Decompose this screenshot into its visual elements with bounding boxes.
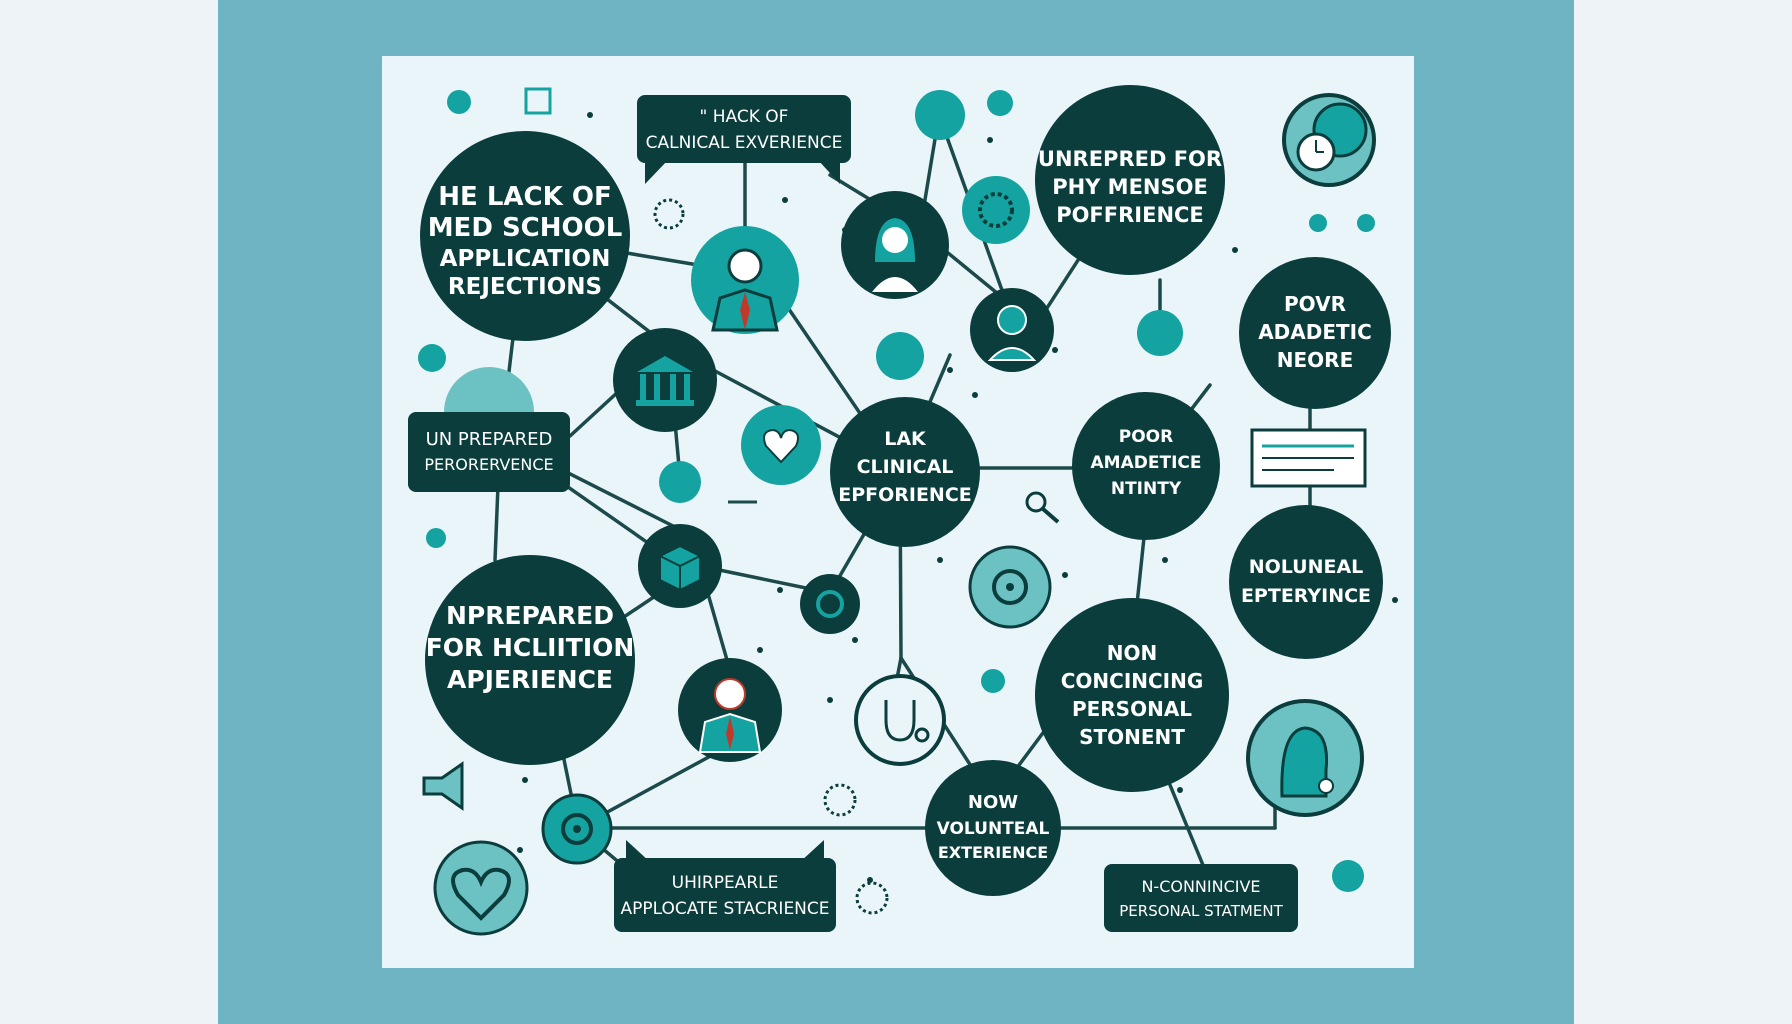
virus-icon — [962, 176, 1030, 244]
box-n-connincive[interactable]: N-CONNINCIVE PERSONAL STATMENT — [1104, 864, 1298, 932]
node-poor-top[interactable]: POVR ADADETIC NEORE — [1239, 257, 1391, 409]
node-poor-mid-line3: NTINTY — [1111, 479, 1182, 499]
node-lack-clinical-line3: EPFORIENCE — [838, 484, 972, 506]
box-hack[interactable]: " HACK OF CALNICAL EXVERIENCE — [637, 95, 851, 184]
woman-icon[interactable] — [841, 191, 949, 299]
clock-icon[interactable] — [1282, 93, 1376, 187]
node-unprepared-top[interactable]: UNREPRED FOR PHY MENSOE POFFRIENCE — [1035, 85, 1225, 275]
node-rejections-line1: HE LACK OF — [438, 182, 611, 212]
doctor-icon[interactable] — [678, 658, 782, 762]
node-poor-mid[interactable]: POOR AMADETICE NTINTY — [1072, 392, 1220, 540]
node-noluneal[interactable]: NOLUNEAL EPTERYINCE — [1229, 505, 1383, 659]
virus-icon-small — [653, 198, 685, 230]
node-lack-clinical-line1: LAK — [884, 428, 927, 450]
target-icon-bottom[interactable] — [541, 793, 613, 865]
box-uhirpearle-line2: APPLOCATE STACRIENCE — [620, 899, 829, 919]
node-unprepared-top-line3: POFFRIENCE — [1056, 203, 1204, 227]
megaphone-icon — [422, 761, 464, 811]
node-rejections-line3: APPLICATION — [440, 246, 611, 272]
node-nprepared[interactable]: NPREPARED FOR HCLIITION APJERIENCE — [425, 555, 635, 765]
node-rejections-line4: REJECTIONS — [448, 274, 602, 300]
node-non-convincing-line2: CONCINCING — [1061, 669, 1204, 693]
node-rejections[interactable]: HE LACK OF MED SCHOOL APPLICATION REJECT… — [420, 131, 630, 341]
box-un-prepared-line2: PERORERVENCE — [424, 455, 553, 474]
node-unprepared-top-line2: PHY MENSOE — [1052, 175, 1208, 199]
decor-teal-dots — [418, 90, 1375, 892]
box-hack-line2: CALNICAL EXVERIENCE — [646, 133, 843, 153]
node-noluneal-line1: NOLUNEAL — [1249, 556, 1364, 578]
node-non-convincing-line3: PERSONAL — [1072, 697, 1192, 721]
box-n-connincive-line2: PERSONAL STATMENT — [1119, 902, 1283, 920]
node-non-convincing-line1: NON — [1107, 641, 1157, 665]
node-nprepared-line3: APJERIENCE — [447, 665, 613, 694]
box-un-prepared-line1: UN PREPARED — [426, 429, 553, 450]
person-icon[interactable] — [691, 226, 799, 334]
node-lack-clinical-line2: CLINICAL — [857, 456, 954, 478]
target-icon[interactable] — [800, 574, 860, 634]
heart-icon-large[interactable] — [433, 840, 529, 936]
node-now-volunteal-line2: VOLUNTEAL — [937, 819, 1050, 839]
node-now-volunteal-line1: NOW — [968, 792, 1018, 813]
virus-icon-box — [855, 881, 889, 915]
node-non-convincing[interactable]: NON CONCINCING PERSONAL STONENT — [1035, 598, 1229, 792]
box-n-connincive-line1: N-CONNINCIVE — [1141, 877, 1260, 896]
node-poor-mid-line1: POOR — [1119, 427, 1173, 447]
node-now-volunteal-line3: EXTERIENCE — [938, 843, 1048, 862]
square-outline-icon — [524, 87, 552, 115]
box-uhirpearle[interactable]: UHIRPEARLE APPLOCATE STACRIENCE — [614, 840, 836, 932]
node-rejections-line2: MED SCHOOL — [428, 213, 623, 243]
node-poor-top-line2: ADADETIC — [1258, 320, 1372, 344]
box-icon[interactable] — [638, 524, 722, 608]
stethoscope-icon[interactable] — [854, 674, 946, 766]
node-poor-top-line1: POVR — [1284, 292, 1346, 316]
building-icon[interactable] — [613, 328, 717, 432]
node-unprepared-top-line1: UNREPRED FOR — [1038, 147, 1222, 171]
node-poor-top-line3: NEORE — [1277, 348, 1353, 372]
node-now-volunteal[interactable]: NOW VOLUNTEAL EXTERIENCE — [925, 760, 1061, 896]
man-icon[interactable] — [970, 288, 1054, 372]
target-icon-light[interactable] — [968, 545, 1052, 629]
box-un-prepared[interactable]: UN PREPARED PERORERVENCE — [408, 367, 570, 492]
node-non-convincing-line4: STONENT — [1079, 725, 1185, 749]
heart-icon[interactable] — [741, 405, 821, 485]
node-nprepared-line1: NPREPARED — [446, 601, 614, 630]
node-lack-clinical[interactable]: LAK CLINICAL EPFORIENCE — [830, 397, 980, 547]
box-uhirpearle-line1: UHIRPEARLE — [672, 873, 779, 893]
node-noluneal-line2: EPTERYINCE — [1241, 585, 1371, 607]
virus-icon-bottom — [823, 783, 857, 817]
box-hack-line1: " HACK OF — [700, 107, 789, 127]
head-icon[interactable] — [1246, 699, 1364, 817]
node-poor-mid-line2: AMADETICE — [1091, 453, 1202, 473]
magnifier-icon[interactable] — [1025, 491, 1060, 524]
document-icon — [1250, 428, 1367, 488]
node-nprepared-line2: FOR HCLIITION — [426, 633, 635, 662]
